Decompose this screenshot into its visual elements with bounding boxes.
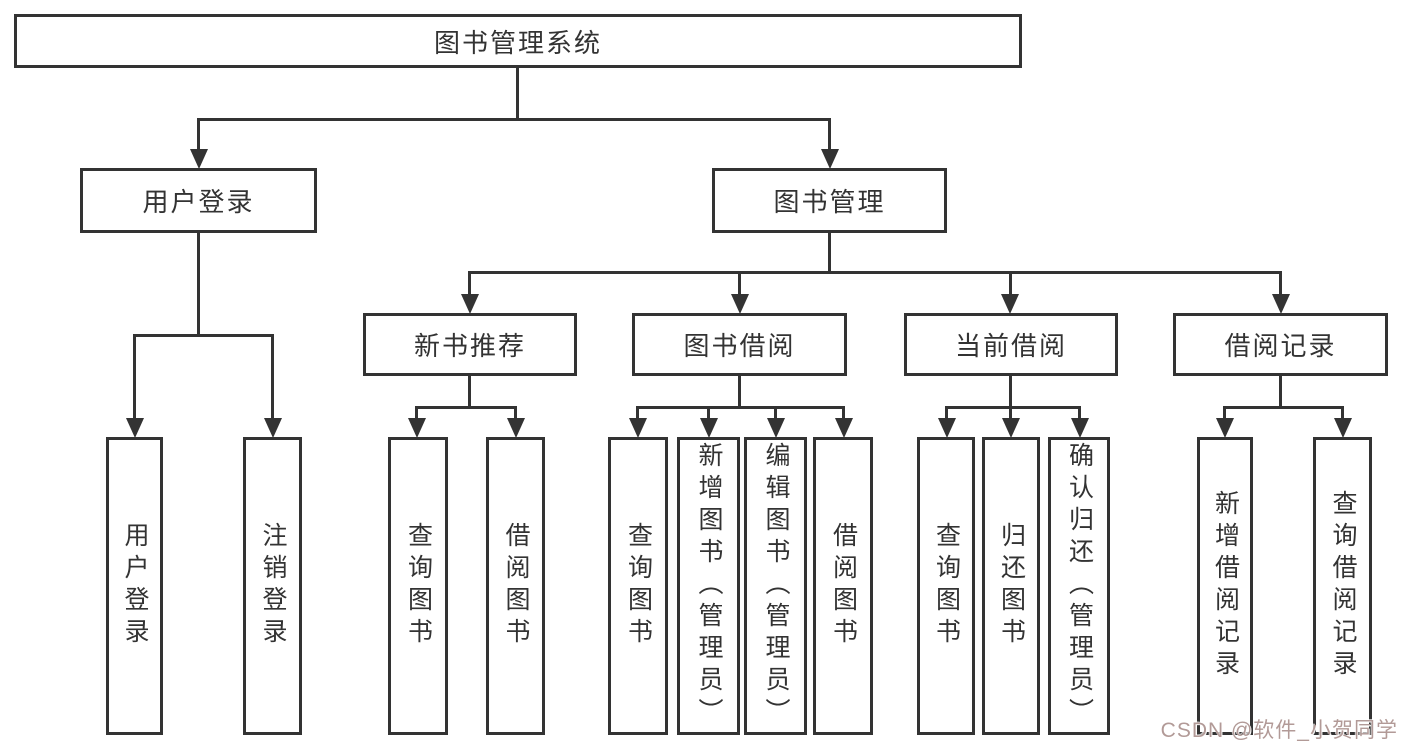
arrow-down-icon <box>767 418 785 438</box>
leaf-label: 新增图书（管理员） <box>695 442 723 730</box>
leaf-label: 归还图书 <box>997 522 1026 650</box>
node-user-login: 用户登录 <box>80 168 317 233</box>
node-new-book-recommend: 新书推荐 <box>363 313 577 376</box>
connector-line <box>774 406 777 420</box>
connector-line <box>133 334 136 420</box>
node-borrow-records: 借阅记录 <box>1173 313 1388 376</box>
connector-line <box>514 406 517 420</box>
arrow-down-icon <box>126 418 144 438</box>
arrow-down-icon <box>629 418 647 438</box>
node-label: 图书借阅 <box>683 331 796 361</box>
arrow-down-icon <box>835 418 853 438</box>
arrow-down-icon <box>821 149 839 169</box>
connector-line <box>842 406 845 420</box>
arrow-down-icon <box>507 418 525 438</box>
arrow-down-icon <box>700 418 718 438</box>
connector-line <box>636 406 845 409</box>
connector-line <box>1009 373 1012 408</box>
node-book-borrow: 图书借阅 <box>632 313 847 376</box>
leaf-borrow-books: 借阅图书 <box>486 437 545 735</box>
node-label: 新书推荐 <box>413 331 526 361</box>
leaf-label: 查询图书 <box>404 522 433 650</box>
leaf-logout: 注销登录 <box>243 437 302 735</box>
connector-line <box>197 118 831 121</box>
connector-line <box>945 406 1081 409</box>
connector-line <box>468 373 471 408</box>
leaf-label: 注销登录 <box>259 522 287 650</box>
leaf-label: 用户登录 <box>121 522 149 650</box>
node-label: 用户登录 <box>142 187 255 217</box>
connector-line <box>945 406 948 420</box>
connector-line <box>1078 406 1081 420</box>
node-label: 图书管理系统 <box>433 27 602 58</box>
arrow-down-icon <box>1272 294 1290 314</box>
csdn-watermark: CSDN @软件_小贺同学 <box>1160 719 1398 742</box>
leaf-label: 借阅图书 <box>829 522 858 650</box>
leaf-label: 确认归还（管理员） <box>1065 442 1094 730</box>
arrow-down-icon <box>1001 294 1019 314</box>
leaf-query-books: 查询图书 <box>917 437 975 735</box>
arrow-down-icon <box>1002 418 1020 438</box>
connector-line <box>636 406 639 420</box>
leaf-add-books-admin: 新增图书（管理员） <box>677 437 740 735</box>
leaf-label: 借阅图书 <box>502 522 530 650</box>
arrow-down-icon <box>938 418 956 438</box>
node-label: 图书管理 <box>773 187 886 217</box>
connector-line <box>1279 373 1282 408</box>
connector-line <box>415 406 517 409</box>
connector-line <box>468 271 471 296</box>
leaf-query-borrow-record: 查询借阅记录 <box>1313 437 1372 735</box>
leaf-query-books: 查询图书 <box>608 437 668 735</box>
connector-line <box>1341 406 1344 420</box>
arrow-down-icon <box>461 294 479 314</box>
leaf-label: 编辑图书（管理员） <box>762 442 790 730</box>
arrow-down-icon <box>731 294 749 314</box>
leaf-return-books: 归还图书 <box>982 437 1040 735</box>
arrow-down-icon <box>408 418 426 438</box>
arrow-down-icon <box>1216 418 1234 438</box>
node-root: 图书管理系统 <box>14 14 1022 68</box>
leaf-confirm-return-admin: 确认归还（管理员） <box>1048 437 1110 735</box>
leaf-query-books: 查询图书 <box>388 437 448 735</box>
connector-line <box>271 334 274 420</box>
connector-line <box>197 118 200 152</box>
leaf-user-login: 用户登录 <box>106 437 163 735</box>
arrow-down-icon <box>264 418 282 438</box>
connector-line <box>1223 406 1344 409</box>
connector-line <box>828 118 831 152</box>
leaf-add-borrow-record: 新增借阅记录 <box>1197 437 1253 735</box>
leaf-label: 查询图书 <box>624 522 653 650</box>
leaf-edit-books-admin: 编辑图书（管理员） <box>744 437 807 735</box>
node-label: 借阅记录 <box>1224 331 1337 361</box>
connector-line <box>133 334 274 337</box>
connector-line <box>1223 406 1226 420</box>
leaf-borrow-books: 借阅图书 <box>813 437 873 735</box>
connector-line <box>197 230 200 337</box>
connector-line <box>1009 271 1012 296</box>
node-current-borrow: 当前借阅 <box>904 313 1118 376</box>
node-label: 当前借阅 <box>954 331 1067 361</box>
arrow-down-icon <box>190 149 208 169</box>
connector-line <box>468 271 1282 274</box>
connector-line <box>415 406 418 420</box>
connector-line <box>738 271 741 296</box>
connector-line <box>828 230 831 274</box>
leaf-label: 新增借阅记录 <box>1211 490 1240 682</box>
connector-line <box>1279 271 1282 296</box>
leaf-label: 查询图书 <box>932 522 961 650</box>
connector-line <box>707 406 710 420</box>
arrow-down-icon <box>1334 418 1352 438</box>
arrow-down-icon <box>1071 418 1089 438</box>
connector-line <box>1009 406 1012 420</box>
connector-line <box>516 66 519 119</box>
leaf-label: 查询借阅记录 <box>1329 490 1357 682</box>
node-book-management: 图书管理 <box>712 168 947 233</box>
connector-line <box>738 373 741 408</box>
